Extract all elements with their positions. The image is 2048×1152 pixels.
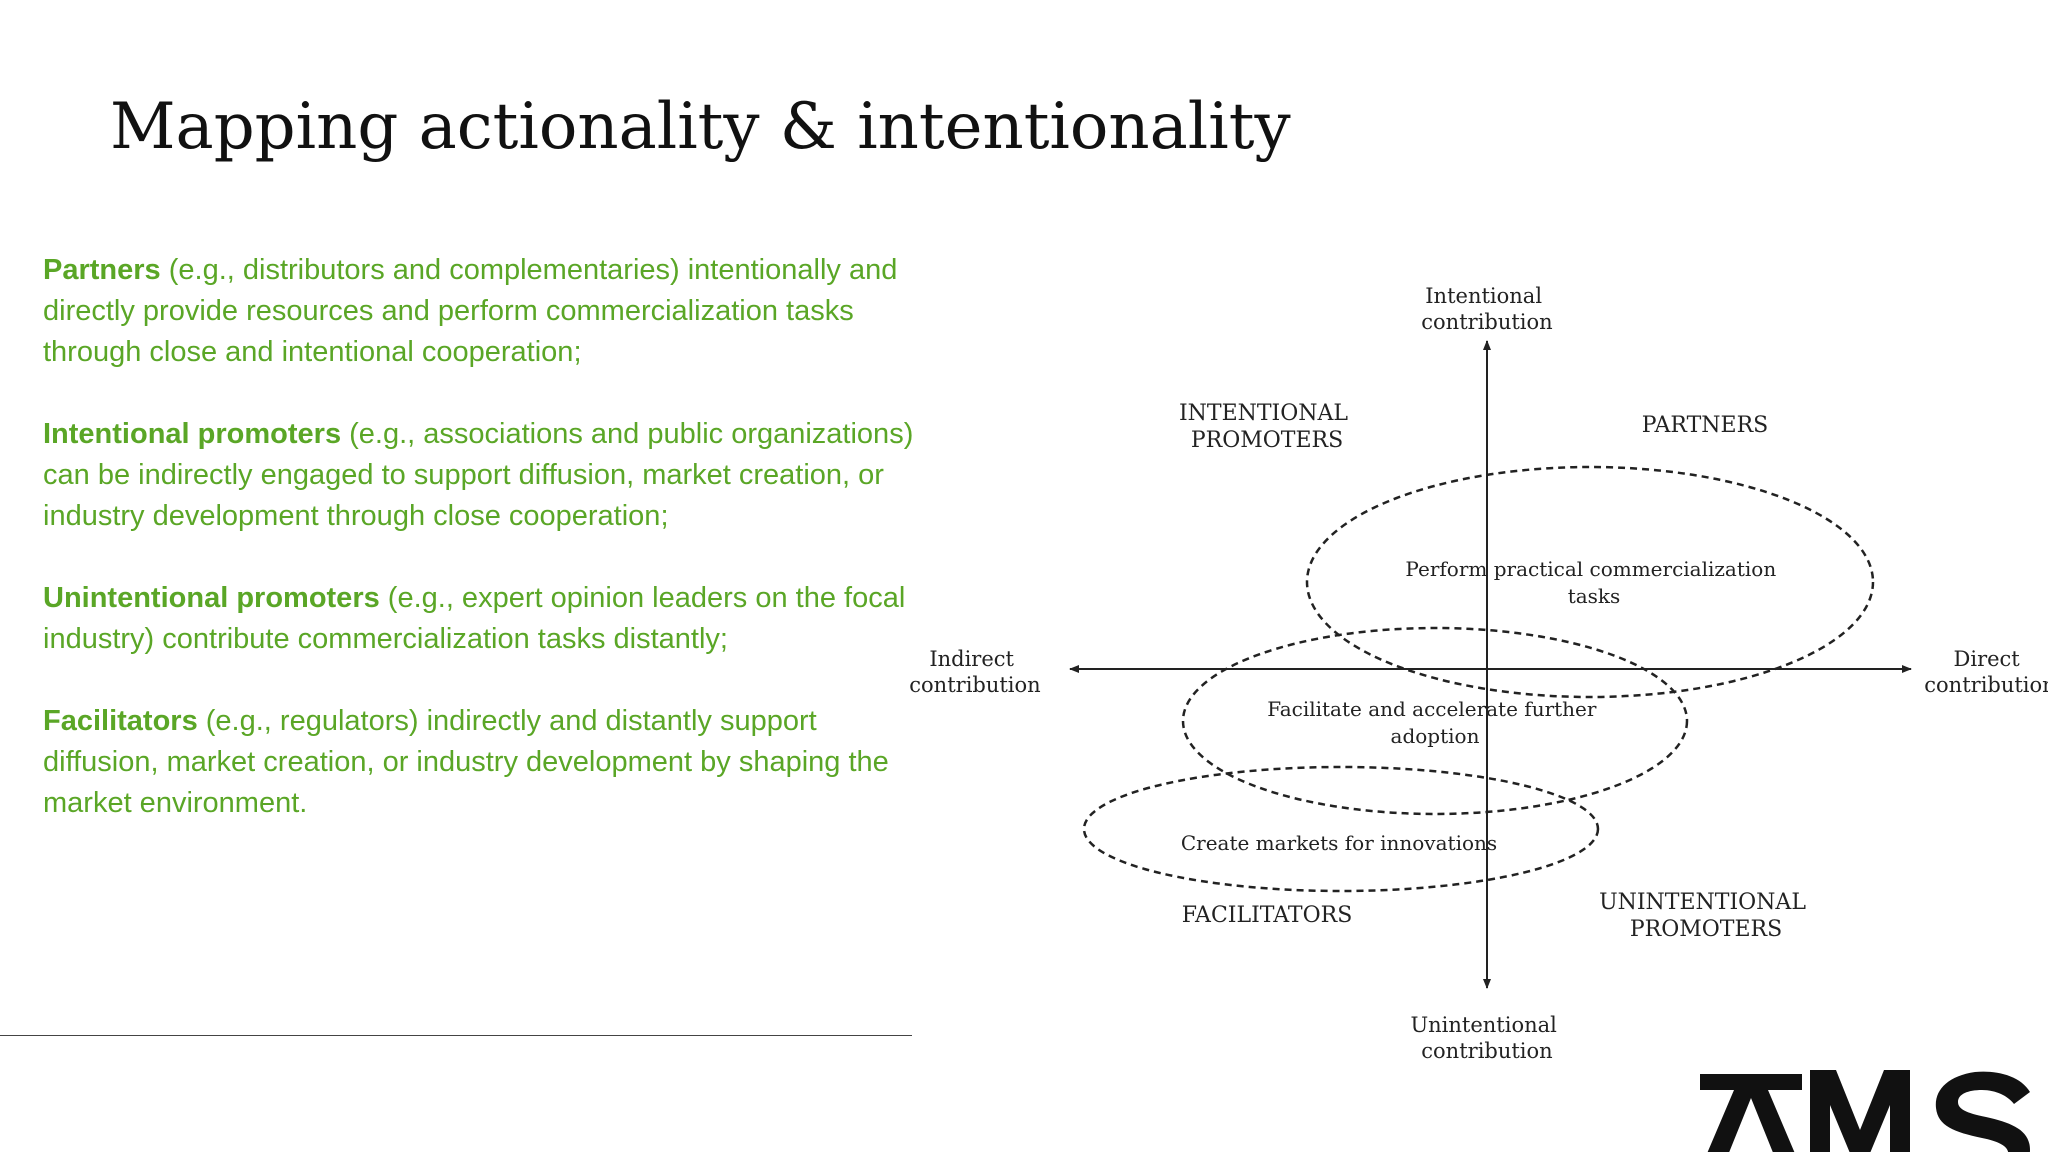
axis-label-left-line1: Indirect [929,647,1014,671]
ellipse-facilitate-adoption [1181,626,1689,816]
axis-label-bottom: Unintentional contribution [1410,1013,1563,1063]
ellipse-label-line1: Facilitate and accelerate further [1267,697,1597,721]
ellipse-label-line2: adoption [1391,724,1480,748]
axis-label-left: Indirect contribution [909,647,1040,697]
axis-label-bottom-line1: Unintentional [1410,1013,1557,1037]
axis-label-top: Intentional contribution [1421,284,1552,334]
paragraph-text: (e.g., distributors and complementaries)… [43,254,898,368]
slide-title: Mapping actionality & intentionality [110,90,1291,164]
quadrant-label-line1: UNINTENTIONAL [1599,890,1806,915]
axis-label-right: Direct contribution [1924,647,2048,697]
ellipse-label-perform-tasks: Perform practical commercialization task… [1405,557,1782,608]
ellipse-create-markets [1082,765,1600,893]
ams-logo-mark [1700,1070,2030,1152]
ellipse-label-line1: Perform practical commercialization [1405,557,1776,581]
axis-label-top-line2: contribution [1421,310,1552,334]
stakeholder-diagram: Intentional contribution Unintentional c… [905,255,2048,1085]
divider-line [0,1035,912,1036]
axis-label-bottom-line2: contribution [1421,1039,1552,1063]
term-intentional-promoters: Intentional promoters [43,418,342,450]
ellipse-label-create-markets: Create markets for innovations [1181,831,1497,855]
paragraph-text: (e.g., regulators) indirectly and distan… [43,705,889,819]
quadrant-label-facilitators: FACILITATORS [1182,903,1353,928]
paragraph-unintentional-promoters: Unintentional promoters (e.g., expert op… [43,578,923,660]
quadrant-label-intentional-promoters: INTENTIONAL PROMOTERS [1179,401,1355,453]
quadrant-label-line1: INTENTIONAL [1179,401,1348,426]
quadrant-label-line2: PROMOTERS [1191,428,1343,453]
quadrant-label-line2: PROMOTERS [1630,917,1782,942]
ellipse-label-facilitate-adoption: Facilitate and accelerate further adopti… [1267,697,1603,748]
term-partners: Partners [43,254,161,286]
axis-label-right-line2: contribution [1924,673,2048,697]
quadrant-label-line1: PARTNERS [1642,413,1768,438]
paragraph-intentional-promoters: Intentional promoters (e.g., association… [43,414,923,537]
diagram-canvas: Intentional contribution Unintentional c… [909,284,2048,1063]
axis-label-left-line2: contribution [909,673,1040,697]
term-facilitators: Facilitators [43,705,198,737]
description-text: Partners (e.g., distributors and complem… [43,250,923,865]
ellipse-perform-tasks [1305,465,1875,699]
quadrant-label-unintentional-promoters: UNINTENTIONAL PROMOTERS [1599,890,1813,942]
paragraph-text: (e.g., associations and public organizat… [43,418,914,532]
quadrant-label-line1: FACILITATORS [1182,903,1353,928]
ellipse-label-line1: Create markets for innovations [1181,831,1497,855]
paragraph-text: (e.g., expert opinion leaders on the foc… [43,582,906,655]
ellipse-label-line2: tasks [1568,584,1621,608]
term-unintentional-promoters: Unintentional promoters [43,582,380,614]
ams-logo [1690,1060,2048,1152]
quadrant-label-partners: PARTNERS [1642,413,1768,438]
paragraph-partners: Partners (e.g., distributors and complem… [43,250,923,373]
paragraph-facilitators: Facilitators (e.g., regulators) indirect… [43,701,923,824]
axis-label-right-line1: Direct [1954,647,2021,671]
axis-label-top-line1: Intentional [1425,284,1542,308]
